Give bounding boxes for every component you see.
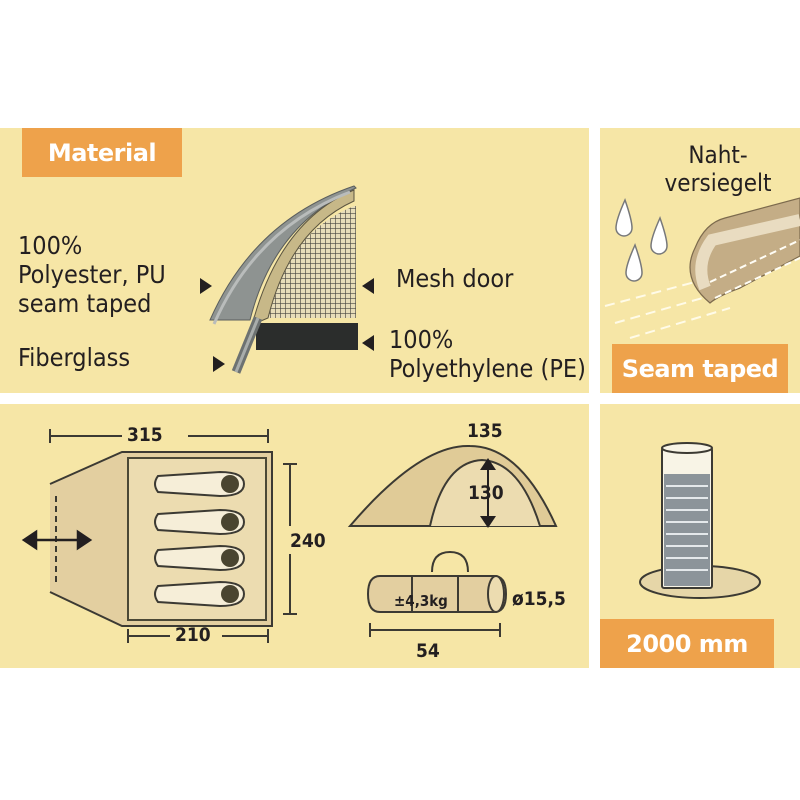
- material-panel: Material 100% Polyester, PU seam taped F…: [0, 128, 589, 393]
- water-column-panel: 2000 mm: [600, 404, 800, 668]
- floor-text: 100% Polyethylene (PE): [389, 325, 586, 383]
- dim-210-label: 210: [175, 624, 211, 646]
- outer-fly-illustration: [209, 185, 357, 321]
- water-column-illustration: [639, 442, 761, 599]
- water-column-tag: 2000 mm: [600, 619, 774, 668]
- pole-text: Fiberglass: [18, 343, 131, 372]
- tent-side-profile: [347, 444, 558, 528]
- material-layers-illustration: [200, 185, 374, 374]
- pack-bag-illustration: [366, 550, 508, 637]
- pointer-mesh-icon: [362, 278, 374, 294]
- dim-315-label: 315: [127, 424, 163, 446]
- water-droplet-icon: [615, 197, 668, 282]
- mesh-layer-illustration: [268, 206, 356, 318]
- mesh-text: Mesh door: [396, 264, 514, 293]
- seam-panel: Naht- versiegelt Seam taped: [600, 128, 800, 393]
- weight-label: ±4,3kg: [394, 592, 448, 610]
- material-tag: Material: [22, 128, 182, 177]
- pack-length-label: 54: [416, 640, 440, 662]
- dim-130-label: 130: [468, 482, 504, 504]
- seam-tag: Seam taped: [612, 344, 788, 393]
- dimensions-illustration: [21, 429, 558, 643]
- dimensions-panel: 315 210 240 135 130 ±4,3kg ø15,5 54: [0, 404, 589, 668]
- dim-240-label: 240: [290, 530, 326, 552]
- seam-illustration: [604, 197, 800, 339]
- floor-layer-illustration: [256, 323, 358, 350]
- outer-fabric-text: 100% Polyester, PU seam taped: [18, 231, 166, 318]
- dim-135-label: 135: [467, 420, 503, 442]
- pointer-floor-icon: [362, 335, 374, 351]
- pointer-outer-icon: [200, 278, 212, 294]
- entrance-arrow-icon: [21, 529, 93, 551]
- sleeping-bag-icon: [154, 470, 246, 608]
- pointer-pole-icon: [213, 356, 225, 372]
- seam-german-text: Naht- versiegelt: [664, 141, 772, 197]
- pack-diameter-label: ø15,5: [512, 588, 566, 610]
